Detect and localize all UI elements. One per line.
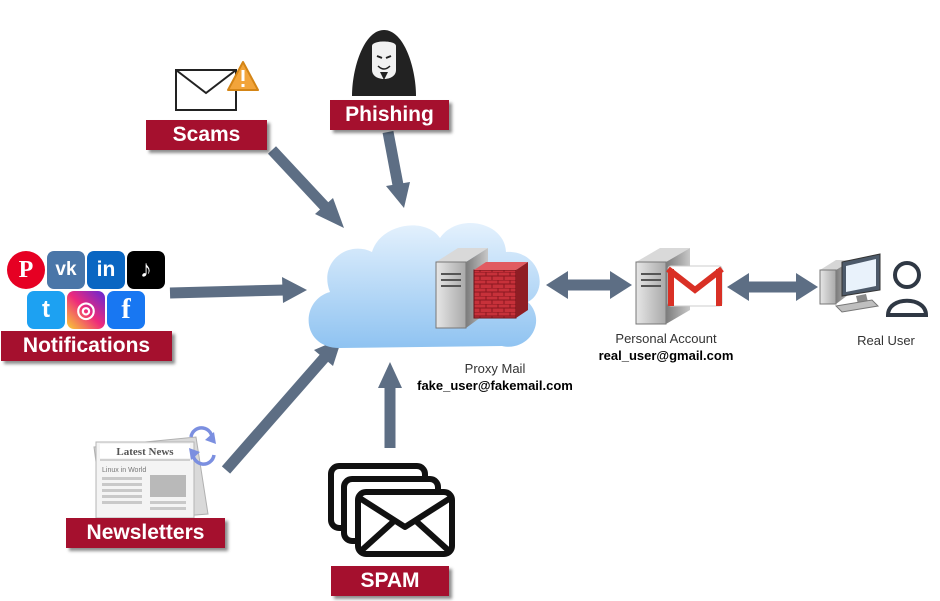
arrow-spam-to-cloud <box>378 362 402 448</box>
vk-icon: vk <box>47 251 85 289</box>
facebook-icon: f <box>107 291 145 329</box>
arrow-phishing-to-cloud <box>382 130 410 208</box>
newspaper-icon: Latest News Linux in World <box>93 436 209 523</box>
proxy-caption: Proxy Mail <box>464 361 526 376</box>
spam-label: SPAM <box>331 566 449 596</box>
user-icon <box>885 261 929 317</box>
arrow-proxy-personal <box>546 271 632 299</box>
server-gmail-icon <box>635 248 724 325</box>
arrow-scams-to-cloud <box>267 146 344 228</box>
hacker-mask-icon <box>352 30 416 96</box>
newspaper-heading: Latest News <box>116 446 174 458</box>
linkedin-icon: in <box>87 251 125 289</box>
computer-icon <box>819 253 881 313</box>
tiktok-icon: ♪ <box>127 251 165 289</box>
scams-label: Scams <box>146 120 267 150</box>
personal-email: real_user@gmail.com <box>598 348 734 363</box>
notifications-label: Notifications <box>1 331 172 361</box>
stacked-envelopes-icon <box>328 463 455 557</box>
pinterest-icon: P <box>7 251 45 289</box>
refresh-icon <box>189 426 216 466</box>
phishing-label: Phishing <box>330 100 449 130</box>
twitter-icon: t <box>27 291 65 329</box>
newspaper-sub: Linux in World <box>102 467 146 474</box>
personal-caption: Personal Account <box>615 331 717 346</box>
newsletters-label: Newsletters <box>66 518 225 548</box>
envelope-icon <box>175 69 237 111</box>
arrow-newsletters-to-cloud <box>221 338 342 474</box>
arrow-personal-user <box>727 273 818 301</box>
arrows <box>169 130 818 474</box>
arrow-notifications-to-cloud <box>169 277 307 303</box>
proxy-email: fake_user@fakemail.com <box>417 378 573 393</box>
user-caption: Real User <box>857 333 915 348</box>
server-firewall-icon <box>435 248 528 329</box>
instagram-icon: ◎ <box>67 291 105 329</box>
warning-icon <box>227 61 259 91</box>
